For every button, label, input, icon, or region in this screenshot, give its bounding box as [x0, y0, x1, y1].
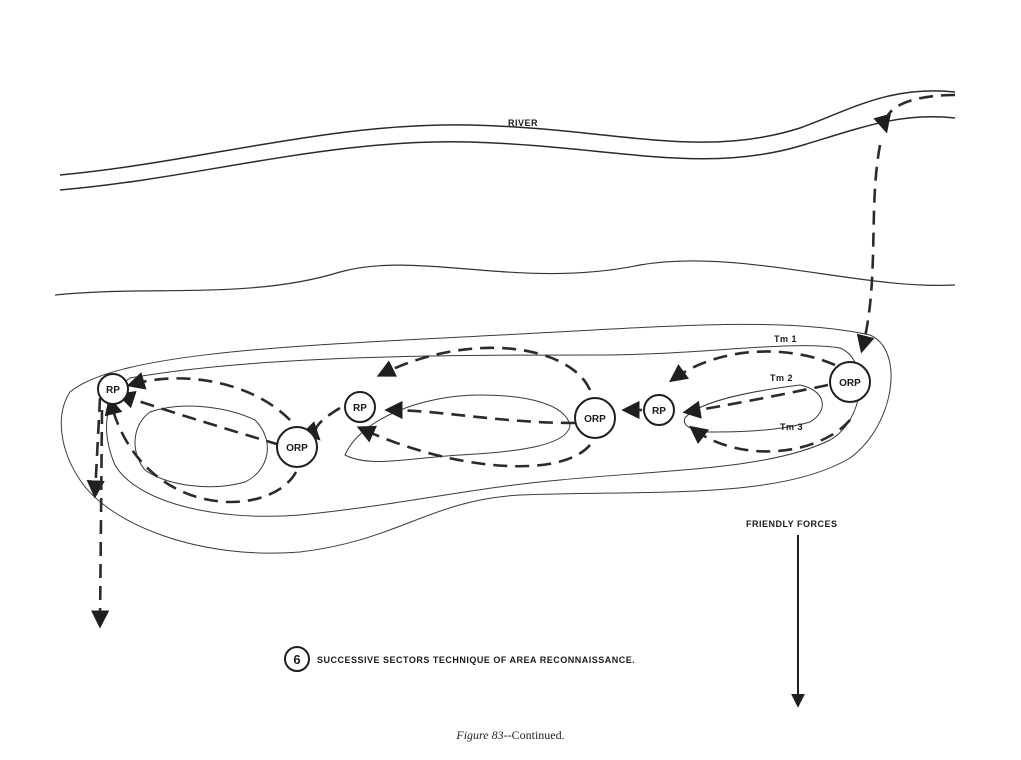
- node-orp-center: ORP: [574, 397, 616, 439]
- route-orp3-rp3: [301, 406, 341, 441]
- river: [59, 90, 956, 191]
- friendly-forces-label: FRIENDLY FORCES: [746, 519, 838, 529]
- route-sector2-north: [376, 346, 592, 391]
- inner-contour-center: [344, 394, 571, 463]
- route-tm3: [689, 419, 851, 453]
- route-exit-1: [86, 397, 105, 499]
- route-exit-2: [91, 409, 110, 629]
- figure-caption: Figure 83--Continued.: [0, 728, 1021, 743]
- route-sector3-mid: [116, 390, 281, 447]
- svg-text:ORP: ORP: [584, 414, 606, 425]
- tm3-label: Tm 3: [780, 422, 803, 432]
- svg-text:ORP: ORP: [286, 443, 308, 454]
- route-approach-river: [873, 93, 956, 134]
- outer-contour: [60, 323, 892, 554]
- legend-text: SUCCESSIVE SECTORS TECHNIQUE OF AREA REC…: [317, 655, 635, 665]
- river-north-bank: [59, 90, 956, 176]
- tm1-label: Tm 1: [774, 334, 797, 344]
- svg-text:RP: RP: [652, 406, 666, 417]
- node-rp-west: RP: [97, 373, 129, 405]
- figure-continued: --Continued.: [503, 728, 565, 742]
- route-sector3-south: [104, 396, 298, 504]
- legend-number: 6: [293, 652, 300, 667]
- tm2-label: Tm 2: [770, 373, 793, 383]
- route-sector2-south: [356, 425, 591, 468]
- svg-text:RP: RP: [106, 385, 120, 396]
- route-tm2: [682, 383, 829, 419]
- river-label: RIVER: [508, 118, 538, 128]
- svg-text:RP: RP: [353, 403, 367, 414]
- route-approach-south: [856, 144, 882, 354]
- river-south-bank: [59, 115, 956, 191]
- node-rp-east: RP: [643, 394, 675, 426]
- route-sector2-mid: [384, 400, 576, 425]
- route-sector3-north: [126, 372, 291, 421]
- ridge-line: [54, 260, 956, 296]
- terrain-contours: [60, 323, 892, 554]
- figure-number: Figure 83: [456, 728, 504, 742]
- legend-number-badge: [284, 646, 310, 672]
- svg-text:ORP: ORP: [839, 378, 861, 389]
- legend: 6 SUCCESSIVE SECTORS TECHNIQUE OF AREA R…: [284, 646, 635, 672]
- route-tm1: [669, 350, 836, 383]
- node-orp-west: ORP: [276, 426, 318, 468]
- inner-contour-east: [106, 345, 861, 517]
- node-orp-east: ORP: [829, 361, 871, 403]
- node-rp-center: RP: [344, 391, 376, 423]
- patrol-routes: [86, 93, 956, 629]
